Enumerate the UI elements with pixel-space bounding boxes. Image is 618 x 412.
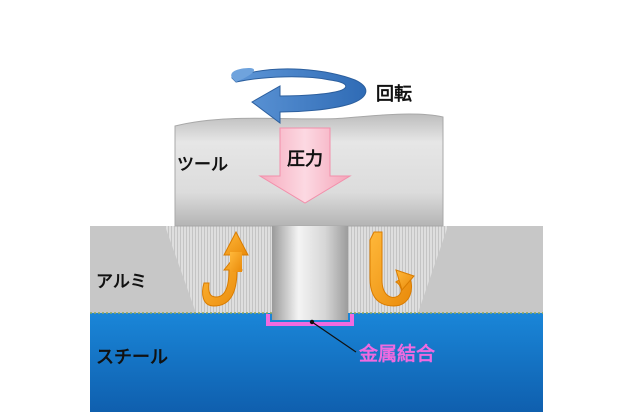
metal-bond-zone <box>266 314 354 326</box>
bond-leader-dot <box>309 319 315 325</box>
steel-label: スチール <box>96 347 168 368</box>
tool-pin <box>272 226 348 320</box>
right-flow-arrow-icon <box>369 231 415 307</box>
rotation-arrow-icon <box>231 68 367 124</box>
pressure-arrow-icon <box>258 127 352 204</box>
aluminum-label: アルミ <box>96 272 147 292</box>
bond-leader-line <box>311 321 357 353</box>
rotation-label: 回転 <box>376 84 412 105</box>
pressure-label: 圧力 <box>287 149 323 170</box>
metal-bond-label: 金属結合 <box>359 343 436 365</box>
steel-plate <box>90 313 543 412</box>
tool-label: ツール <box>177 155 228 175</box>
left-flow-arrow-icon <box>202 230 249 307</box>
